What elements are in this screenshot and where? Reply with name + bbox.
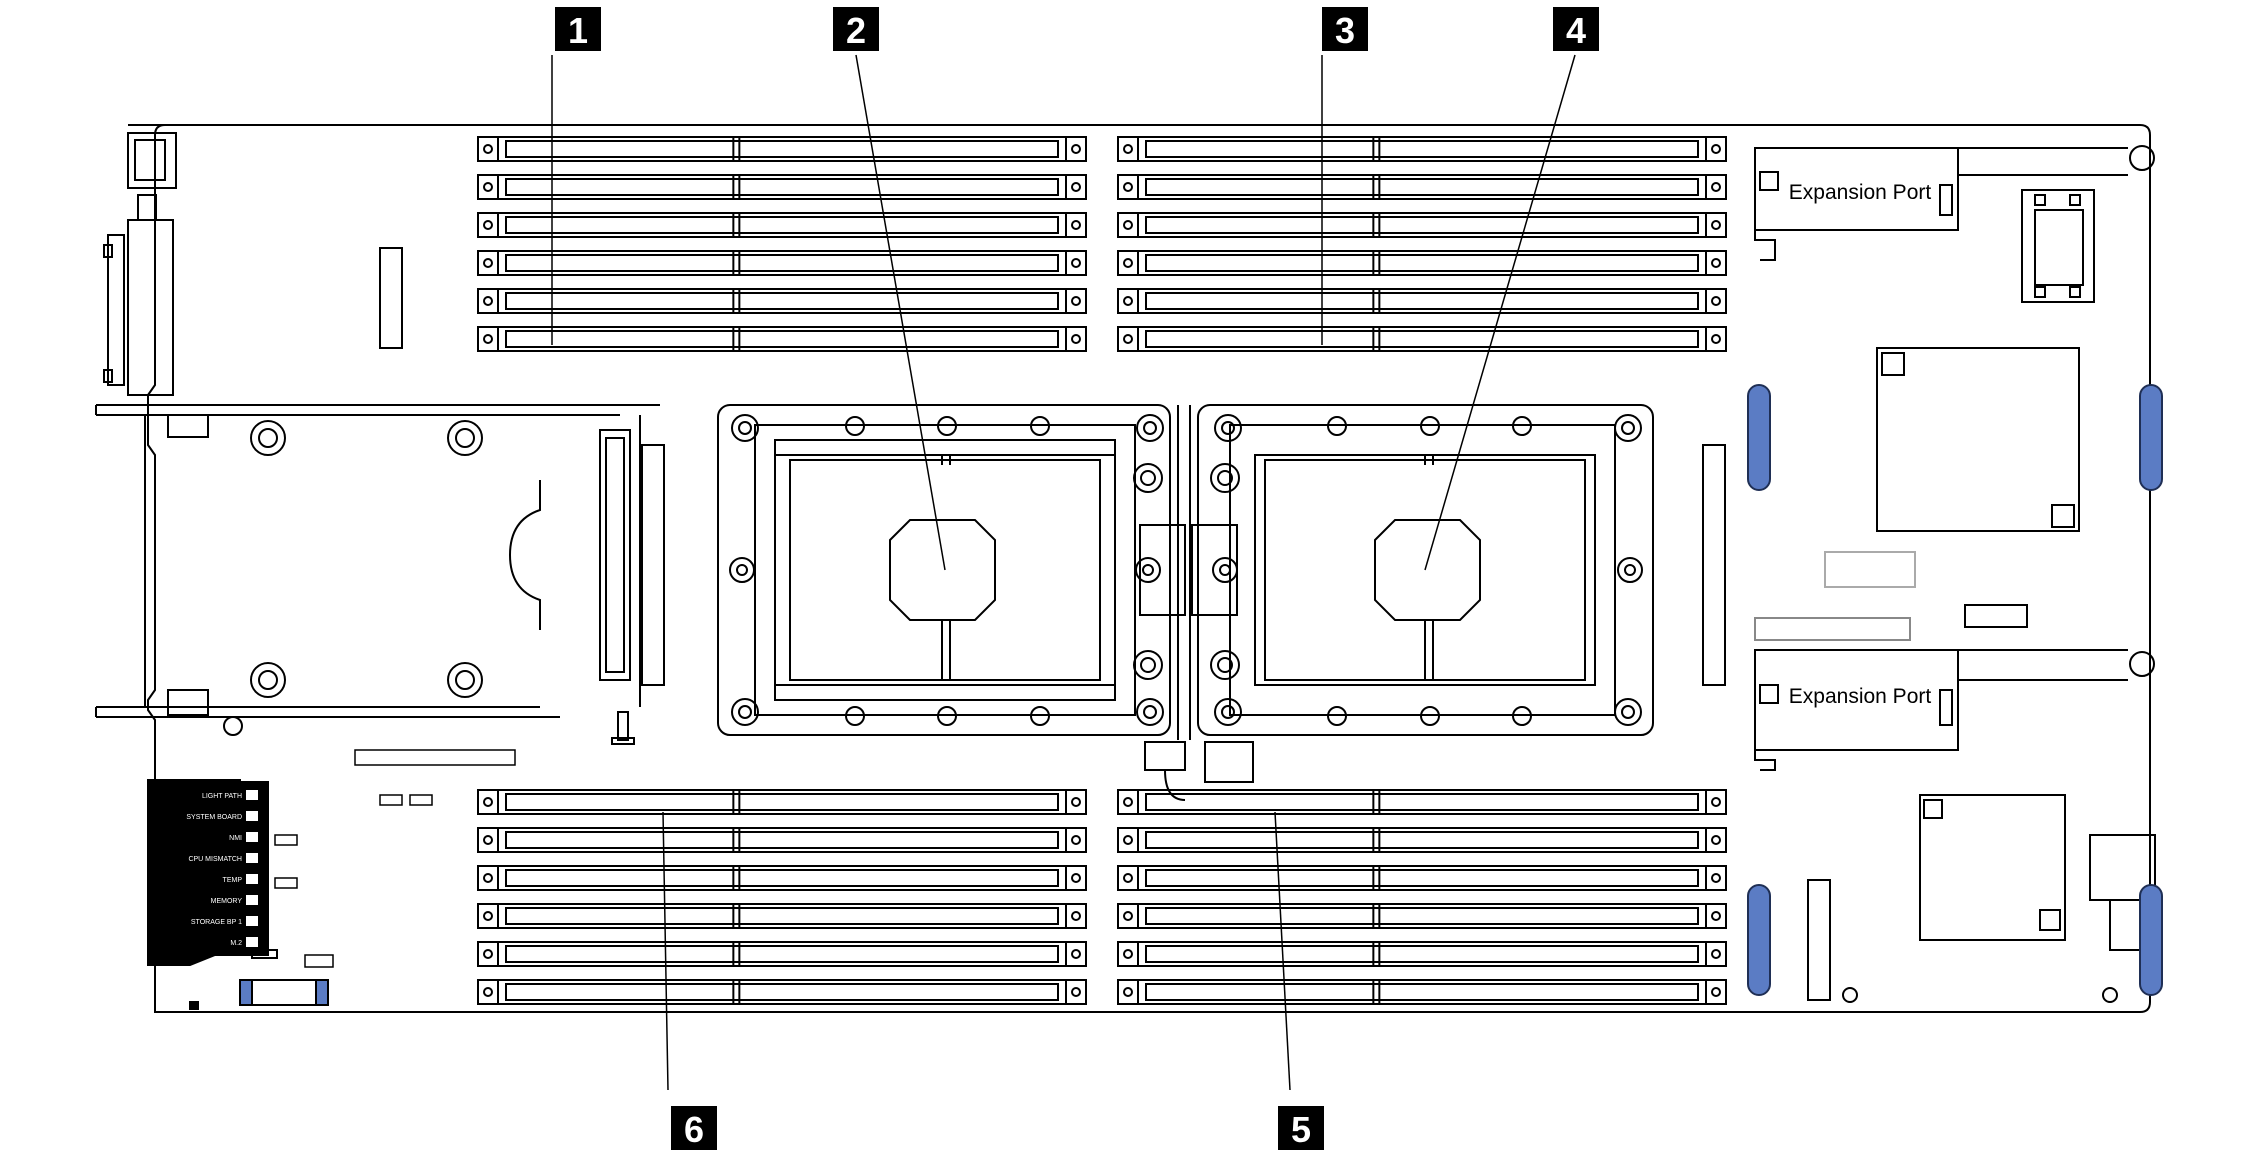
dimm-slot <box>1117 174 1727 200</box>
led-indicator <box>246 790 258 800</box>
dimm-slots-bottom-right <box>1117 789 1727 1005</box>
dimm-slot <box>1117 288 1727 314</box>
led-indicator <box>246 895 258 905</box>
dimm-slot <box>1117 941 1727 967</box>
led-label: CPU MISMATCH <box>188 856 242 863</box>
callout-4: 4 <box>1553 7 1599 51</box>
callout-3-label: 3 <box>1335 10 1355 51</box>
processor-socket-2 <box>1197 404 1654 736</box>
callout-6-label: 6 <box>684 1109 704 1150</box>
dimm-slots-top-right <box>1117 136 1727 352</box>
socket-divider <box>1139 405 1254 801</box>
expansion-port-bottom <box>1754 649 2128 771</box>
led-label: M.2 <box>230 940 242 947</box>
led-label: NMI <box>229 835 242 842</box>
screw <box>2129 145 2155 171</box>
dimm-slot <box>477 789 1087 815</box>
release-levers <box>1747 384 2163 996</box>
callout-2: 2 <box>833 7 879 51</box>
dimm-slot <box>477 941 1087 967</box>
light-path-panel <box>147 779 278 1010</box>
callout-leaders <box>551 54 1576 1091</box>
dimm-slots-top-left <box>477 136 1087 352</box>
dimm-slot <box>477 136 1087 162</box>
dimm-slot <box>1117 979 1727 1005</box>
led-label: TEMP <box>223 877 243 884</box>
led-indicator <box>246 853 258 863</box>
callout-6: 6 <box>671 1106 717 1150</box>
bottom-blue-connector <box>239 979 329 1006</box>
led-indicator <box>246 811 258 821</box>
tpm-chip-area <box>1754 347 2080 641</box>
board-outline <box>128 124 2151 1013</box>
led-indicator <box>246 916 258 926</box>
dimm-slot <box>477 827 1087 853</box>
system-chip-area <box>1807 794 2156 1003</box>
led-label: LIGHT PATH <box>202 793 242 800</box>
vertical-header <box>1702 444 1726 686</box>
callout-3: 3 <box>1322 7 1368 51</box>
led-labels: LIGHT PATH SYSTEM BOARD NMI CPU MISMATCH TEM… <box>186 790 258 947</box>
processor-socket-1 <box>717 404 1171 736</box>
dimm-slot <box>477 250 1087 276</box>
led-indicator <box>246 937 258 947</box>
dimm-slot <box>1117 827 1727 853</box>
led-label: STORAGE BP 1 <box>191 919 242 926</box>
expansion-port-top <box>1754 147 2128 261</box>
expansion-port-label-bottom: Expansion Port <box>1789 685 1932 708</box>
callout-1: 1 <box>555 7 601 51</box>
dimm-slot <box>1117 903 1727 929</box>
dimm-slot <box>1117 789 1727 815</box>
dimm-slots-bottom-left <box>477 789 1087 1005</box>
dimm-slot <box>1117 212 1727 238</box>
led-indicator <box>246 874 258 884</box>
dimm-slot <box>477 903 1087 929</box>
led-indicator <box>246 832 258 842</box>
m2-connector <box>2021 189 2095 303</box>
expansion-port-label-top: Expansion Port <box>1789 181 1932 204</box>
dimm-slot <box>477 326 1087 352</box>
callout-5-label: 5 <box>1291 1109 1311 1150</box>
dimm-slot <box>1117 865 1727 891</box>
dimm-slot <box>477 288 1087 314</box>
led-label: MEMORY <box>211 898 243 905</box>
dimm-slot <box>1117 326 1727 352</box>
dimm-slot <box>1117 136 1727 162</box>
small-jumpers <box>274 749 516 968</box>
dimm-slot <box>1117 250 1727 276</box>
dimm-slot <box>477 979 1087 1005</box>
dimm-slot <box>477 212 1087 238</box>
callout-1-label: 1 <box>568 10 588 51</box>
drive-bay-cage <box>95 404 665 745</box>
callout-4-label: 4 <box>1566 10 1586 51</box>
left-io-connectors <box>103 132 403 396</box>
callout-5: 5 <box>1278 1106 1324 1150</box>
screw <box>2129 651 2155 677</box>
dimm-slot <box>477 865 1087 891</box>
dimm-slot <box>477 174 1087 200</box>
callout-2-label: 2 <box>846 10 866 51</box>
led-label: SYSTEM BOARD <box>186 814 242 821</box>
